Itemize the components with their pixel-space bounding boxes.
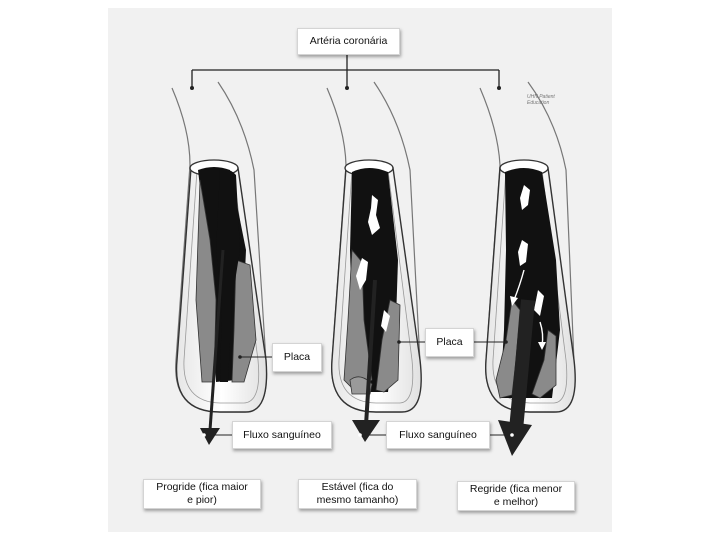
artery-3-plaque-fleck-2 — [518, 240, 528, 266]
artery-1-flow-arrow — [208, 249, 225, 431]
watermark-line-1: UHN Patient — [527, 94, 555, 100]
artery-2-plaque-fleck-3 — [381, 310, 390, 332]
caption-regride: Regride (fica menor e melhor) — [457, 481, 575, 511]
artery-regride — [479, 81, 576, 456]
artery-3-flow-arrowhead — [498, 420, 532, 456]
leader-dot-fluxo-2b — [510, 433, 514, 437]
leader-dot-fluxo-2a — [358, 433, 362, 437]
artery-3-fleck-arrowhead-2 — [538, 342, 546, 350]
artery-3-flow-arrow — [509, 299, 535, 431]
artery-3-wall-rings — [492, 169, 568, 404]
label-fluxo-2: Fluxo sanguíneo — [386, 421, 490, 449]
caption-progride: Progride (fica maior e pior) — [143, 479, 261, 509]
connector-dot-middle — [345, 86, 349, 90]
artery-3-plaque-right — [531, 329, 557, 399]
artery-1-plaque-right — [231, 259, 257, 383]
connector-lines — [191, 55, 500, 87]
label-fluxo-1: Fluxo sanguíneo — [232, 421, 332, 449]
connector-dot-left — [190, 86, 194, 90]
artery-2-plaque-fleck-1 — [368, 195, 380, 235]
artery-2-plaque-right — [375, 299, 401, 393]
leader-dot-placa-2a — [397, 340, 401, 344]
leader-dot-placa-1 — [238, 355, 242, 359]
artery-2-flow-arrowhead — [352, 420, 380, 442]
label-placa-2: Placa — [425, 328, 474, 357]
label-placa-1: Placa — [272, 343, 322, 372]
caption-regride-line-1: Regride (fica menor — [469, 483, 563, 495]
artery-2-plaque-fleck-2 — [356, 258, 368, 290]
leader-dot-fluxo-1 — [202, 433, 206, 437]
connector-dot-right — [497, 86, 501, 90]
artery-2-flow-arrow — [364, 279, 377, 426]
leader-lines — [204, 341, 512, 436]
artery-1-lumen-narrow — [216, 169, 240, 382]
leader-dot-placa-2b — [504, 340, 508, 344]
caption-progride-line-1: Progride (fica maior — [156, 481, 248, 493]
artery-3-plaque-fleck-1 — [520, 185, 530, 210]
artery-3-fleck-arrowhead-1 — [510, 296, 518, 306]
caption-regride-line-2: e melhor) — [493, 496, 539, 508]
watermark-line-2: Education — [527, 100, 550, 106]
watermark: UHN Patient Education — [527, 94, 567, 106]
artery-3-plaque-fleck-3 — [534, 290, 544, 316]
artery-1-flow-arrowhead — [200, 428, 220, 445]
artery-estavel — [326, 81, 422, 442]
artery-1-wall-rings — [183, 169, 260, 404]
title-box: Artéria coronária — [297, 28, 400, 55]
artery-progride — [171, 81, 268, 445]
caption-estavel-line-1: Estável (fica do — [321, 481, 394, 493]
caption-estavel-line-2: mesmo tamanho) — [316, 494, 399, 506]
caption-estavel: Estável (fica do mesmo tamanho) — [298, 479, 417, 509]
artery-2-wall-rings — [338, 169, 414, 404]
caption-progride-line-2: e pior) — [187, 494, 217, 506]
